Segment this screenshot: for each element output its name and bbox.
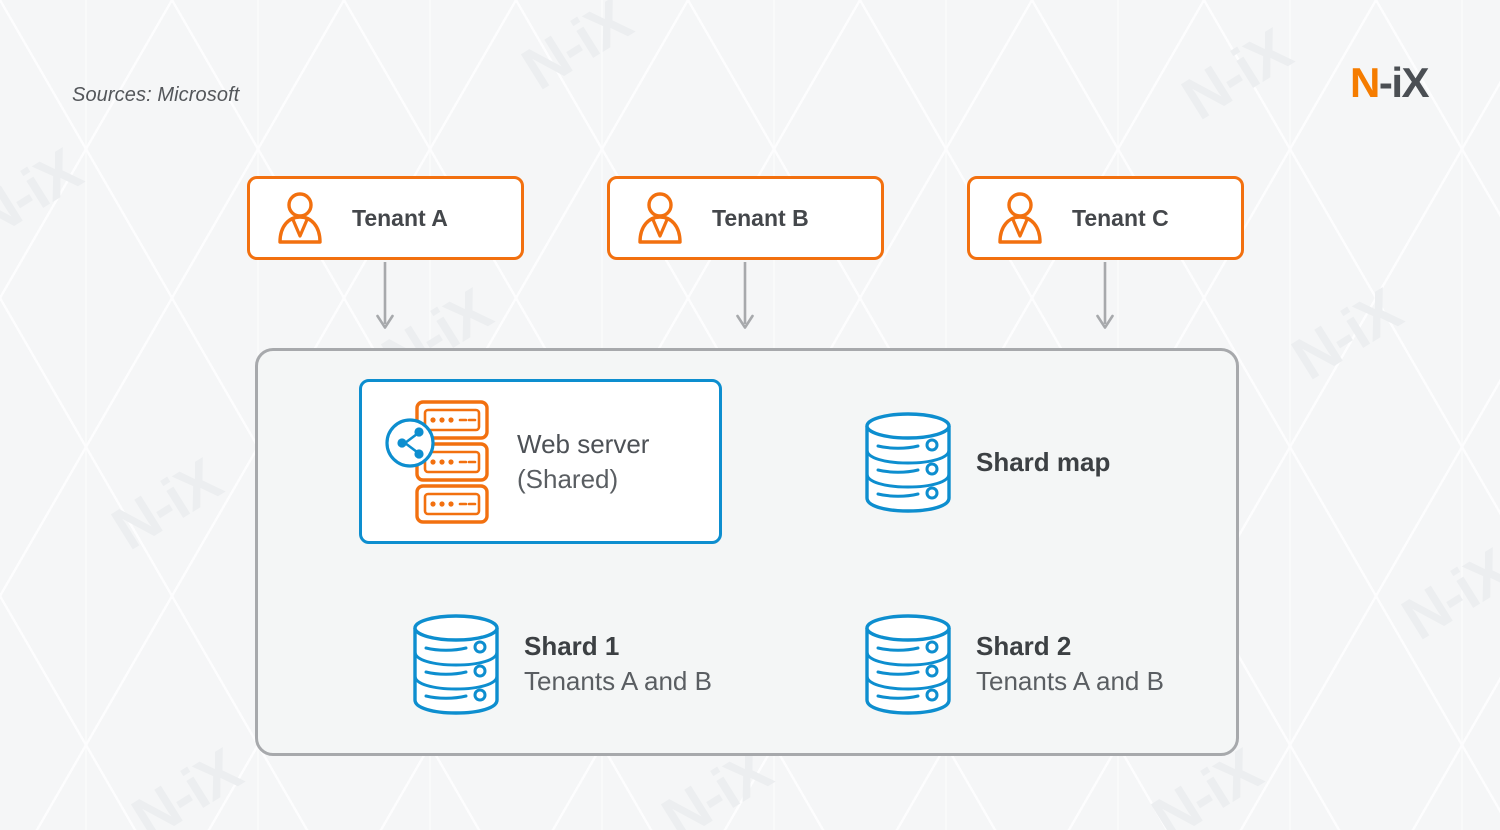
tenant-label: Tenant C: [1072, 204, 1169, 231]
database-icon: [862, 612, 954, 716]
share-network-icon: [385, 418, 435, 468]
node-shard-2[interactable]: Shard 2 Tenants A and B: [862, 612, 1164, 716]
node-text-block: Web server (Shared): [517, 427, 649, 496]
node-subtitle: Tenants A and B: [976, 666, 1164, 696]
arrow-tenant-b-to-container: [734, 262, 756, 332]
person-icon: [996, 190, 1044, 246]
watermark-logo: N-iX: [120, 736, 252, 830]
sources-note: Sources: Microsoft: [72, 84, 240, 106]
tenant-box-b[interactable]: Tenant B: [607, 176, 884, 260]
tenant-box-c[interactable]: Tenant C: [967, 176, 1244, 260]
node-text-block: Shard 2 Tenants A and B: [976, 629, 1164, 698]
node-title: Shard map: [976, 446, 1111, 477]
person-icon: [276, 190, 324, 246]
arrow-tenant-a-to-container: [374, 262, 396, 332]
node-shard-1[interactable]: Shard 1 Tenants A and B: [410, 612, 712, 716]
watermark-logo: N-iX: [1280, 276, 1412, 393]
node-title: Web server: [517, 429, 650, 460]
node-shard-map[interactable]: Shard map: [862, 410, 1110, 514]
node-subtitle: Tenants A and B: [524, 666, 712, 696]
node-title: Shard 1: [524, 631, 620, 662]
nix-logo: N-iX: [1349, 59, 1430, 106]
watermark-logo: N-iX: [100, 446, 232, 563]
person-icon: [636, 190, 684, 246]
watermark-logo: N-iX: [1170, 16, 1302, 133]
server-stack-icon: [385, 398, 495, 526]
node-web-server[interactable]: Web server (Shared): [385, 398, 649, 526]
tenant-box-a[interactable]: Tenant A: [247, 176, 524, 260]
node-text-block: Shard 1 Tenants A and B: [524, 629, 712, 698]
database-icon: [410, 612, 502, 716]
logo-text-ix: -iX: [1378, 59, 1430, 106]
tenant-label: Tenant B: [712, 204, 809, 231]
database-icon: [862, 410, 954, 514]
node-subtitle: (Shared): [517, 464, 619, 494]
node-title: Shard 2: [976, 631, 1072, 662]
arrow-tenant-c-to-container: [1094, 262, 1116, 332]
logo-text-n: N: [1349, 59, 1380, 106]
node-text-block: Shard map: [976, 445, 1110, 480]
watermark-logo: N-iX: [0, 136, 92, 253]
watermark-logo: N-iX: [510, 0, 642, 103]
watermark-logo: N-iX: [1390, 536, 1500, 653]
tenant-label: Tenant A: [352, 204, 448, 231]
